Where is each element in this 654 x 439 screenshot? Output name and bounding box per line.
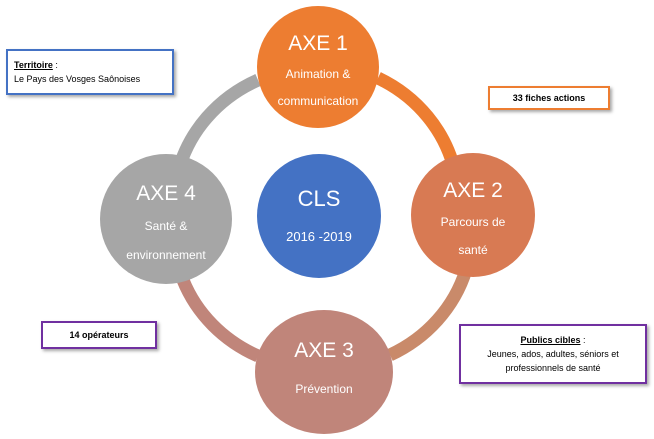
axe-1-subtitle-line2: communication xyxy=(277,94,359,108)
axe-1-title: AXE 1 xyxy=(288,32,348,55)
publics-label: Publics cibles xyxy=(520,335,581,345)
publics-colon: : xyxy=(580,335,586,345)
ring-arc-axe1-axe2 xyxy=(375,72,462,174)
axe-1-subtitle-line1: Animation & xyxy=(285,67,351,81)
ring-arc-axe3-axe4 xyxy=(176,277,261,362)
cls-center-circle: CLS 2016 -2019 xyxy=(257,154,381,278)
center-title: CLS xyxy=(297,186,341,211)
axe-4-title: AXE 4 xyxy=(136,182,196,205)
axe-4-circle: AXE 4 Santé & environnement xyxy=(100,154,232,284)
territoire-colon: : xyxy=(52,60,58,70)
axe-3-title: AXE 3 xyxy=(294,339,354,362)
fiches-actions-callout: 33 fiches actions xyxy=(488,86,610,110)
axe-2-circle: AXE 2 Parcours de santé xyxy=(411,153,535,277)
axe-3-circle: AXE 3 Prévention xyxy=(255,310,393,434)
operateurs-callout: 14 opérateurs xyxy=(41,321,157,349)
publics-heading: Publics cibles : xyxy=(461,333,645,347)
axe-1-circle: AXE 1 Animation & communication xyxy=(257,6,379,128)
axe-2-subtitle-line1: Parcours de xyxy=(440,215,506,229)
publics-cibles-callout: Publics cibles : Jeunes, ados, adultes, … xyxy=(459,324,647,384)
axe-2-subtitle-line2: santé xyxy=(458,243,488,257)
ring-arc-axe2-axe3 xyxy=(387,267,473,361)
territoire-label: Territoire xyxy=(14,60,53,70)
territoire-callout: Territoire : Le Pays des Vosges Saônoise… xyxy=(6,49,174,95)
axe-4-subtitle-line2: environnement xyxy=(126,248,206,262)
axe-2-title: AXE 2 xyxy=(443,179,503,202)
center-years: 2016 -2019 xyxy=(286,229,352,244)
publics-line1: Jeunes, ados, adultes, séniors et xyxy=(487,349,619,359)
territoire-value: Le Pays des Vosges Saônoises xyxy=(14,74,141,84)
axe-4-subtitle-line1: Santé & xyxy=(144,219,188,233)
territoire-heading: Territoire : xyxy=(14,58,168,72)
axe-3-subtitle: Prévention xyxy=(295,382,353,396)
publics-line2: professionnels de santé xyxy=(505,363,601,373)
